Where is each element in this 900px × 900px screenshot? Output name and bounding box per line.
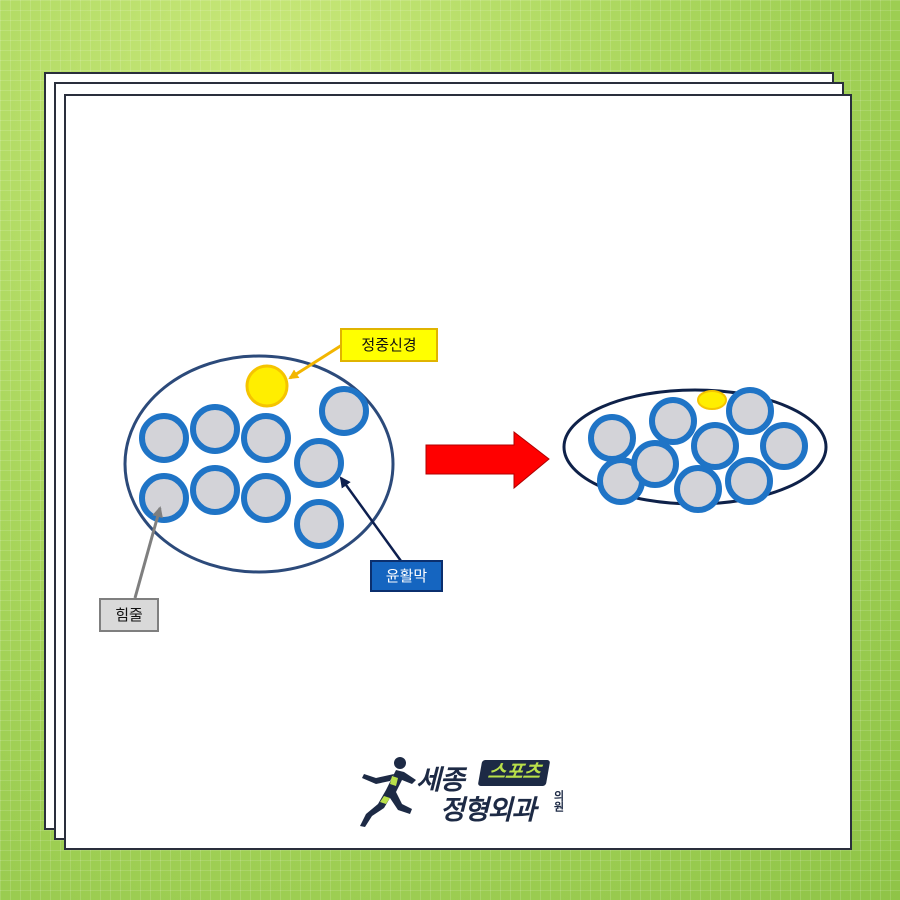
tendon [294,438,344,488]
tendon [631,440,679,488]
median-nerve-label: 정중신경 [340,328,438,362]
normal-tunnel [123,354,395,574]
logo-suffix: 의원 [552,790,564,812]
tendon [319,386,369,436]
runner-icon [360,757,416,827]
tendon [190,465,240,515]
logo-badge: 스포츠 [477,760,551,786]
tendon [190,404,240,454]
tendon-group-right [588,387,808,513]
tendon [241,473,291,523]
tendon-group-left [139,386,369,549]
tendon [760,422,808,470]
tendon [294,499,344,549]
right-arrow [425,430,550,490]
tendon [588,414,636,462]
tendon [674,465,722,513]
logo-line1: 세종 [416,765,465,795]
tendon-label: 힘줄 [99,598,159,632]
tendon [725,457,773,505]
tendon [726,387,774,435]
tendon [691,422,739,470]
tendon [139,473,189,523]
clinic-logo: 세종 스포츠 정형외과 의원 [356,752,576,832]
pointer-tendon [133,506,163,599]
pointer-synovium [339,476,403,562]
median-nerve-compressed [697,390,727,410]
tendon [649,397,697,445]
pointer-median-nerve [288,343,343,380]
synovium-label: 윤활막 [370,560,443,592]
median-nerve [245,364,289,408]
tendon [241,413,291,463]
logo-line2: 정형외과 [440,795,536,825]
tendon [139,413,189,463]
compressed-tunnel [562,387,828,513]
